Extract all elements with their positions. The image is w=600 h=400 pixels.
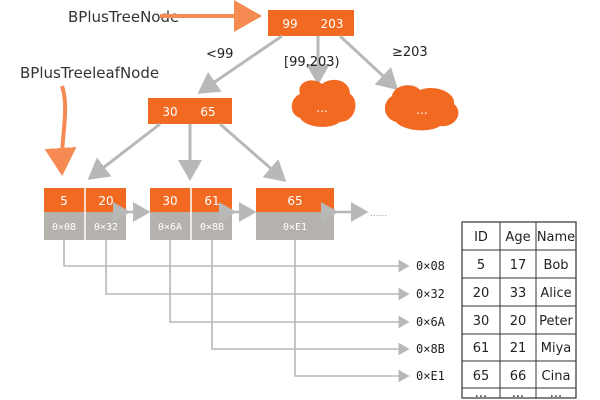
table-cell: 17: [510, 258, 527, 273]
address-2: 0×32: [416, 287, 445, 301]
branch-label-greater: ≥203: [392, 45, 428, 60]
table-cell: 33: [510, 286, 527, 301]
leaf-node-3: 65 0×E1: [256, 188, 334, 240]
table-cell: 20: [473, 286, 490, 301]
table-cell: Miya: [541, 341, 572, 356]
internal-node-label: BPlusTreeNode: [68, 8, 179, 26]
inner-arrow-left: [87, 122, 161, 180]
inner-key-2: 65: [200, 105, 215, 119]
table-cell: ...: [550, 386, 562, 400]
leaf3-ptr-1: 0×E1: [283, 222, 307, 233]
leaf1-key-1: 5: [60, 194, 68, 208]
table-cell: 66: [510, 369, 527, 384]
leaf2-key-2: 61: [204, 194, 219, 208]
leaf1-key-2: 20: [98, 194, 113, 208]
leaf1-ptr-2: 0×32: [94, 222, 118, 233]
table-cell: 61: [473, 341, 490, 356]
root-node: 99 203: [268, 10, 354, 36]
leaf1-ptr-1: 0×08: [52, 222, 76, 233]
table-cell: Bob: [543, 258, 568, 273]
address-1: 0×08: [416, 259, 445, 273]
inner-key-1: 30: [162, 105, 177, 119]
address-3: 0×6A: [416, 315, 446, 329]
inner-node: 30 65: [148, 98, 232, 124]
table-cell: 65: [473, 369, 490, 384]
root-key-1: 99: [282, 17, 297, 31]
pointer-line-1: [63, 240, 410, 273]
table-header-age: Age: [505, 230, 530, 245]
leaf2-ptr-2: 0×8B: [200, 222, 224, 233]
pointer-lines: [63, 240, 410, 383]
inner-arrow-right: [219, 122, 287, 182]
blob-ellipsis-right: ...: [416, 103, 427, 117]
pointer-line-5: [294, 240, 410, 383]
leaf-node-1: 5 20 0×08 0×32: [44, 188, 126, 240]
table-cell: Cina: [542, 369, 571, 384]
table-cell: 20: [510, 314, 527, 329]
table-cell: 21: [510, 341, 527, 356]
branch-arrow-less: [197, 34, 283, 94]
branch-label-less: <99: [206, 47, 233, 62]
leaf-node-2: 30 61 0×6A 0×8B: [150, 188, 232, 240]
table-header-id: ID: [474, 230, 488, 245]
branch-arrow-greater: [338, 34, 399, 91]
pointer-line-2: [105, 240, 410, 301]
leaf-more-ellipsis: ......: [370, 209, 387, 219]
address-4: 0×8B: [416, 342, 445, 356]
table-cell: 5: [477, 258, 485, 273]
leaf2-key-1: 30: [162, 194, 177, 208]
table-cell: 30: [473, 314, 490, 329]
table-cell: Peter: [539, 314, 573, 329]
pointer-line-4: [211, 240, 410, 356]
table-cell: ...: [512, 386, 524, 400]
address-5: 0×E1: [416, 369, 445, 383]
subtree-blob-middle: ...: [291, 79, 356, 127]
leaf3-key-1: 65: [287, 194, 302, 208]
subtree-blob-right: ...: [384, 85, 459, 131]
leaf-node-label: BPlusTreeleafNode: [20, 64, 159, 82]
branch-label-middle: [99,203): [284, 55, 340, 70]
table-header-name: Name: [537, 230, 575, 245]
table-cell: ...: [475, 386, 487, 400]
root-key-2: 203: [321, 17, 344, 31]
data-table: ID Age Name 5 17 Bob 20 33 Alice 30 20 P…: [461, 221, 577, 400]
table-cell: Alice: [540, 286, 571, 301]
pointer-line-3: [169, 240, 410, 329]
blob-ellipsis-middle: ...: [316, 101, 327, 115]
leaf-label-arrow: [44, 85, 77, 176]
leaf2-ptr-1: 0×6A: [158, 222, 182, 233]
